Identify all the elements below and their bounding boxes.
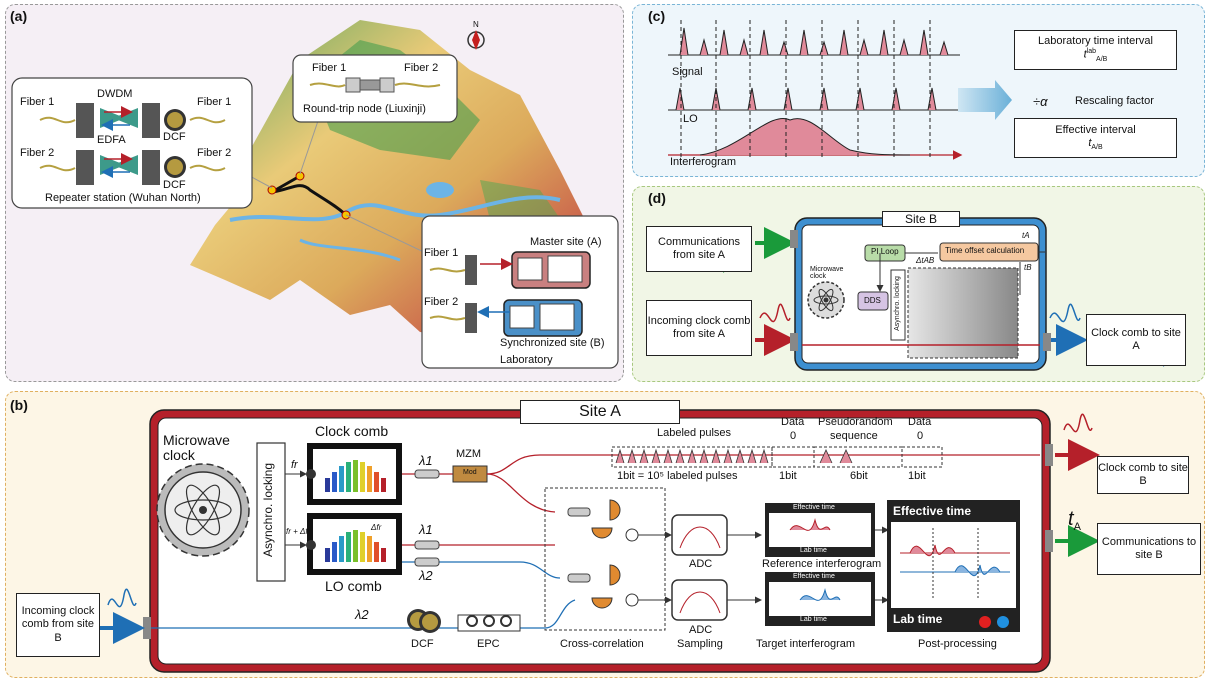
incoming-from-b-box: Incoming clock comb from site B	[16, 593, 100, 657]
time-offset-label: Time offset calculation	[945, 246, 1025, 255]
roundtrip-node-label: Round-trip node (Liuxinji)	[303, 103, 426, 115]
signal-label: Signal	[672, 66, 703, 78]
pi-loop-label: PI Loop	[871, 247, 899, 256]
clock-to-b-box: Clock comb to site B	[1097, 456, 1189, 494]
thumb-lab-time-1: Lab time	[800, 547, 827, 554]
sampling-label: Sampling	[677, 638, 723, 650]
lab-fiber2: Fiber 2	[424, 296, 459, 308]
lo-trace	[668, 87, 960, 111]
fr-label: fr	[291, 459, 298, 471]
effective-interval-text: Effective interval	[1055, 123, 1136, 136]
panel-label-b: (b)	[10, 397, 28, 413]
sequence-label: sequence	[830, 430, 878, 442]
clock-to-a-box: Clock comb to site A	[1086, 314, 1186, 366]
delta-tab-label: ΔtAB	[916, 256, 935, 265]
lo-comb-label: LO comb	[325, 578, 382, 594]
signal-trace	[668, 27, 960, 56]
repeater-fiber2-left: Fiber 2	[20, 147, 55, 159]
repeater-dcf1: DCF	[163, 131, 186, 143]
gear-clock-icon	[156, 463, 250, 557]
lab-fiber1: Fiber 1	[424, 247, 459, 259]
panel-label-a: (a)	[10, 8, 28, 24]
rescale-arrow-icon	[958, 80, 1012, 120]
effective-interval-box: Effective interval tA/B	[1014, 118, 1177, 158]
lab-interval-box: Laboratory time interval tlabA/B	[1014, 30, 1177, 70]
adc1-label: ADC	[689, 558, 713, 570]
dds-label: DDS	[864, 296, 881, 305]
roundtrip-fiber1: Fiber 1	[312, 62, 347, 74]
repeater-station-label: Repeater station (Wuhan North)	[45, 192, 201, 204]
onebit-b-label: 1bit	[908, 470, 926, 482]
onebit-a-label: 1bit	[779, 470, 797, 482]
pseudorandom-label: Pseudorandom	[818, 416, 893, 428]
repeater-fiber1-right: Fiber 1	[197, 96, 232, 108]
b-microwave-label: Microwave clock	[163, 432, 230, 464]
ref-interferogram-label: Reference interferogram	[762, 558, 882, 570]
thumb-eff-time-2: Effective time	[793, 573, 835, 580]
mod-label: Mod	[463, 469, 477, 476]
panel-label-d: (d)	[648, 190, 666, 206]
target-interferogram-label: Target interferogram	[756, 638, 856, 650]
labeled-pulses-label: Labeled pulses	[657, 427, 732, 439]
b-asynchro-label: Asynchro. locking	[261, 462, 276, 558]
lambda2-bottom: λ2	[355, 607, 369, 622]
adc2-label: ADC	[689, 624, 713, 636]
mzm-label: MZM	[456, 448, 482, 460]
laboratory-label: Laboratory	[500, 354, 553, 366]
clock-comb-label: Clock comb	[315, 423, 389, 439]
compass-north-label: N	[473, 20, 479, 29]
clock-comb-spectrum	[325, 460, 386, 492]
lambda2-mid: λ2	[419, 568, 433, 583]
microwave-clock-label: Microwave clock	[810, 266, 844, 280]
incoming-from-a-box: Incoming clock comb from site A	[646, 300, 752, 356]
synced-site-label: Synchronized site (B)	[500, 337, 605, 349]
lambda1-top: λ1	[419, 453, 433, 468]
post-effective-time-label: Effective time	[893, 504, 972, 518]
comm-from-a-box: Communications from site A	[646, 226, 752, 272]
tb-label: tB	[1024, 263, 1032, 272]
onebit-eq-label: 1bit = 10⁵ labeled pulses	[617, 470, 738, 482]
data0-b-label: Data	[908, 416, 932, 428]
cross-correlation-label: Cross-correlation	[560, 638, 644, 650]
lab-interval-symbol: tlabA/B	[1083, 48, 1108, 64]
roundtrip-fiber2: Fiber 2	[404, 62, 439, 74]
repeater-edfa: EDFA	[97, 134, 126, 146]
panel-label-c: (c)	[648, 8, 666, 24]
dfr-label: Δfr	[371, 523, 382, 532]
ta-label: tA	[1022, 231, 1030, 240]
repeater-fiber1-left: Fiber 1	[20, 96, 55, 108]
thumb-eff-time-1: Effective time	[793, 504, 835, 511]
lo-label: LO	[683, 113, 698, 125]
repeater-dcf2: DCF	[163, 179, 186, 191]
master-site-label: Master site (A)	[530, 236, 602, 248]
epc-label: EPC	[477, 638, 500, 650]
post-processing-label: Post-processing	[918, 638, 997, 650]
data0-a-label: Data	[781, 416, 805, 428]
dcf-label: DCF	[411, 638, 434, 650]
rescaling-factor-label: Rescaling factor	[1075, 95, 1154, 107]
thumb-lab-time-2: Lab time	[800, 616, 827, 623]
interferogram-label: Interferogram	[670, 156, 737, 168]
zero-b-label: 0	[917, 430, 924, 442]
effective-interval-symbol: tA/B	[1088, 136, 1103, 151]
sixbit-label: 6bit	[850, 470, 868, 482]
divide-alpha: ÷α	[1033, 94, 1048, 109]
site-b-title: Site B	[882, 211, 960, 227]
lo-comb-spectrum	[325, 530, 386, 562]
repeater-fiber2-right: Fiber 2	[197, 147, 232, 159]
d-asynchro-label: Asynchro. locking	[893, 276, 901, 331]
ta-output-label: tA	[1068, 508, 1081, 533]
microwave-clock-icon	[807, 281, 845, 319]
zero-a-label: 0	[790, 430, 797, 442]
interferogram-trace	[668, 117, 963, 160]
lambda1-mid: λ1	[419, 522, 433, 537]
compass-icon	[467, 30, 485, 50]
comm-to-b-box: Communications to site B	[1097, 523, 1201, 575]
repeater-dwdm: DWDM	[97, 88, 133, 100]
fr-dfr-label: fr + Δfr	[286, 527, 311, 536]
site-a-title: Site A	[520, 400, 680, 424]
lab-interval-text: Laboratory time interval	[1038, 35, 1153, 48]
post-lab-time-label: Lab time	[893, 612, 943, 626]
